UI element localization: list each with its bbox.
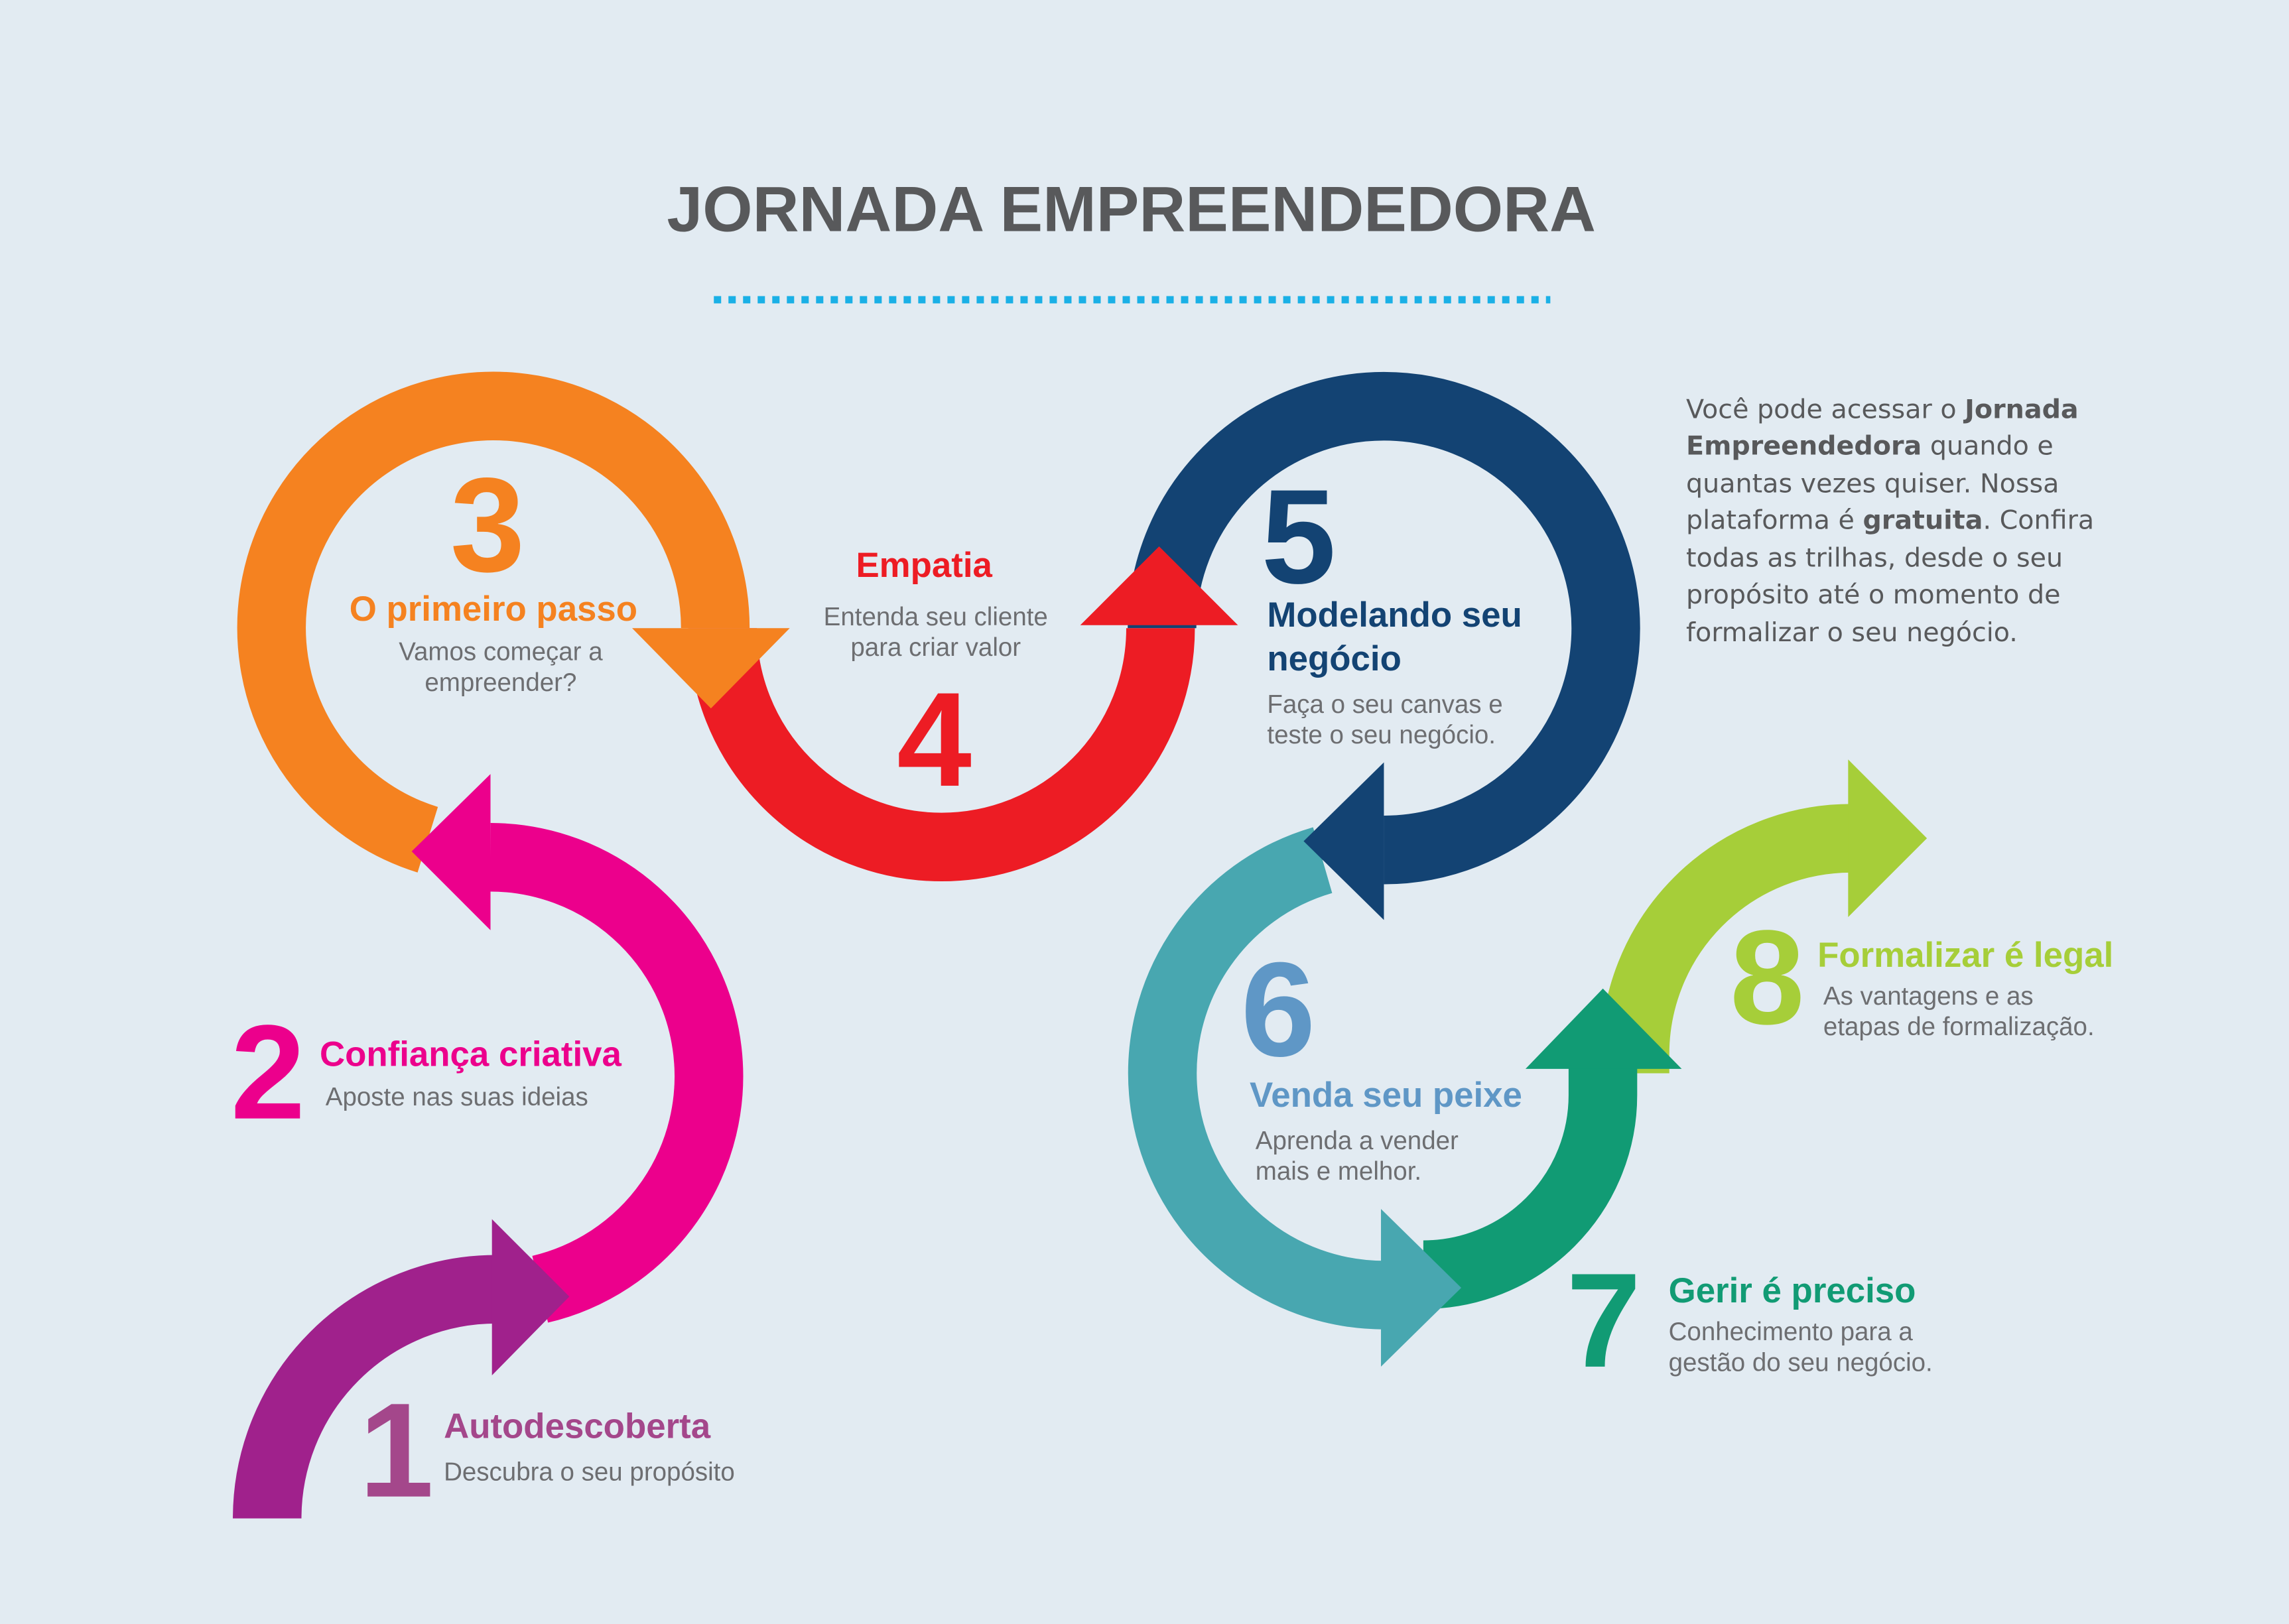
step-description: Faça o seu canvas e xyxy=(1267,690,1502,719)
intro-line: propósito até o momento de xyxy=(1686,580,2061,610)
step-title: Formalizar é legal xyxy=(1817,936,2113,975)
step-description: Vamos começar a xyxy=(399,638,603,666)
step-description: empreender? xyxy=(425,668,576,697)
step-title: O primeiro passo xyxy=(350,590,637,629)
step-7: 7 Gerir é preciso Conhecimento para a ge… xyxy=(1567,1245,1933,1395)
step-description: gestão do seu negócio. xyxy=(1669,1348,1933,1377)
step-title: Empatia xyxy=(856,546,992,585)
arrow-step-1 xyxy=(233,1219,570,1519)
arrow-step-4 xyxy=(688,546,1238,881)
arrow-step-5 xyxy=(1128,371,1640,920)
arrow-step-3 xyxy=(237,371,790,873)
arrow-step-6 xyxy=(1128,827,1462,1367)
step-3: 3 O primeiro passo Vamos começar a empre… xyxy=(350,450,637,696)
step-1: 1 Autodescoberta Descubra o seu propósit… xyxy=(359,1375,734,1525)
step-6: 6 Venda seu peixe Aprenda a vender mais … xyxy=(1241,934,1522,1186)
step-number: 3 xyxy=(450,450,525,599)
step-description: Aprenda a vender xyxy=(1256,1127,1459,1155)
step-number: 1 xyxy=(359,1375,434,1525)
intro-line: formalizar o seu negócio. xyxy=(1686,617,2018,648)
step-description: etapas de formalização. xyxy=(1823,1013,2095,1041)
arrow-step-8 xyxy=(1601,759,1928,1074)
step-description: Descubra o seu propósito xyxy=(444,1458,735,1487)
step-title: Gerir é preciso xyxy=(1669,1271,1916,1310)
step-description: para criar valor xyxy=(850,633,1021,662)
step-description: mais e melhor. xyxy=(1256,1157,1421,1186)
step-title: negócio xyxy=(1267,639,1401,678)
step-number: 6 xyxy=(1241,934,1316,1084)
arrow-step-2 xyxy=(411,774,744,1323)
step-number: 2 xyxy=(231,997,306,1147)
intro-line: Empreendedora quando e xyxy=(1686,430,2054,461)
step-description: Entenda seu cliente xyxy=(824,603,1048,631)
intro-line: todas as trilhas, desde o seu xyxy=(1686,543,2063,574)
intro-line: plataforma é gratuita. Confira xyxy=(1686,505,2094,536)
step-title: Modelando seu xyxy=(1267,595,1522,635)
step-title: Autodescoberta xyxy=(444,1407,711,1446)
step-description: As vantagens e as xyxy=(1823,982,2034,1011)
step-description: Conhecimento para a xyxy=(1669,1318,1914,1346)
step-title: Venda seu peixe xyxy=(1250,1076,1522,1115)
step-description: Aposte nas suas ideias xyxy=(326,1083,588,1111)
page-title: JORNADA EMPREENDEDORA xyxy=(667,173,1596,245)
step-4: Empatia Entenda seu cliente para criar v… xyxy=(824,546,1048,814)
step-2: 2 Confiança criativa Aposte nas suas ide… xyxy=(231,997,622,1147)
step-number: 5 xyxy=(1262,462,1337,611)
intro-line: quantas vezes quiser. Nossa xyxy=(1686,469,2059,499)
arrow-step-7 xyxy=(1422,988,1682,1309)
step-8: 8 Formalizar é legal As vantagens e as e… xyxy=(1730,903,2113,1052)
step-number: 8 xyxy=(1730,903,1805,1052)
step-number: 4 xyxy=(897,664,972,814)
step-number: 7 xyxy=(1567,1245,1642,1395)
step-description: teste o seu negócio. xyxy=(1267,721,1496,749)
step-5: 5 Modelando seu negócio Faça o seu canva… xyxy=(1262,462,1522,749)
intro-paragraph: Você pode acessar o Jornada Empreendedor… xyxy=(1686,394,2094,648)
step-title: Confiança criativa xyxy=(320,1034,622,1074)
intro-line: Você pode acessar o Jornada xyxy=(1686,394,2079,424)
